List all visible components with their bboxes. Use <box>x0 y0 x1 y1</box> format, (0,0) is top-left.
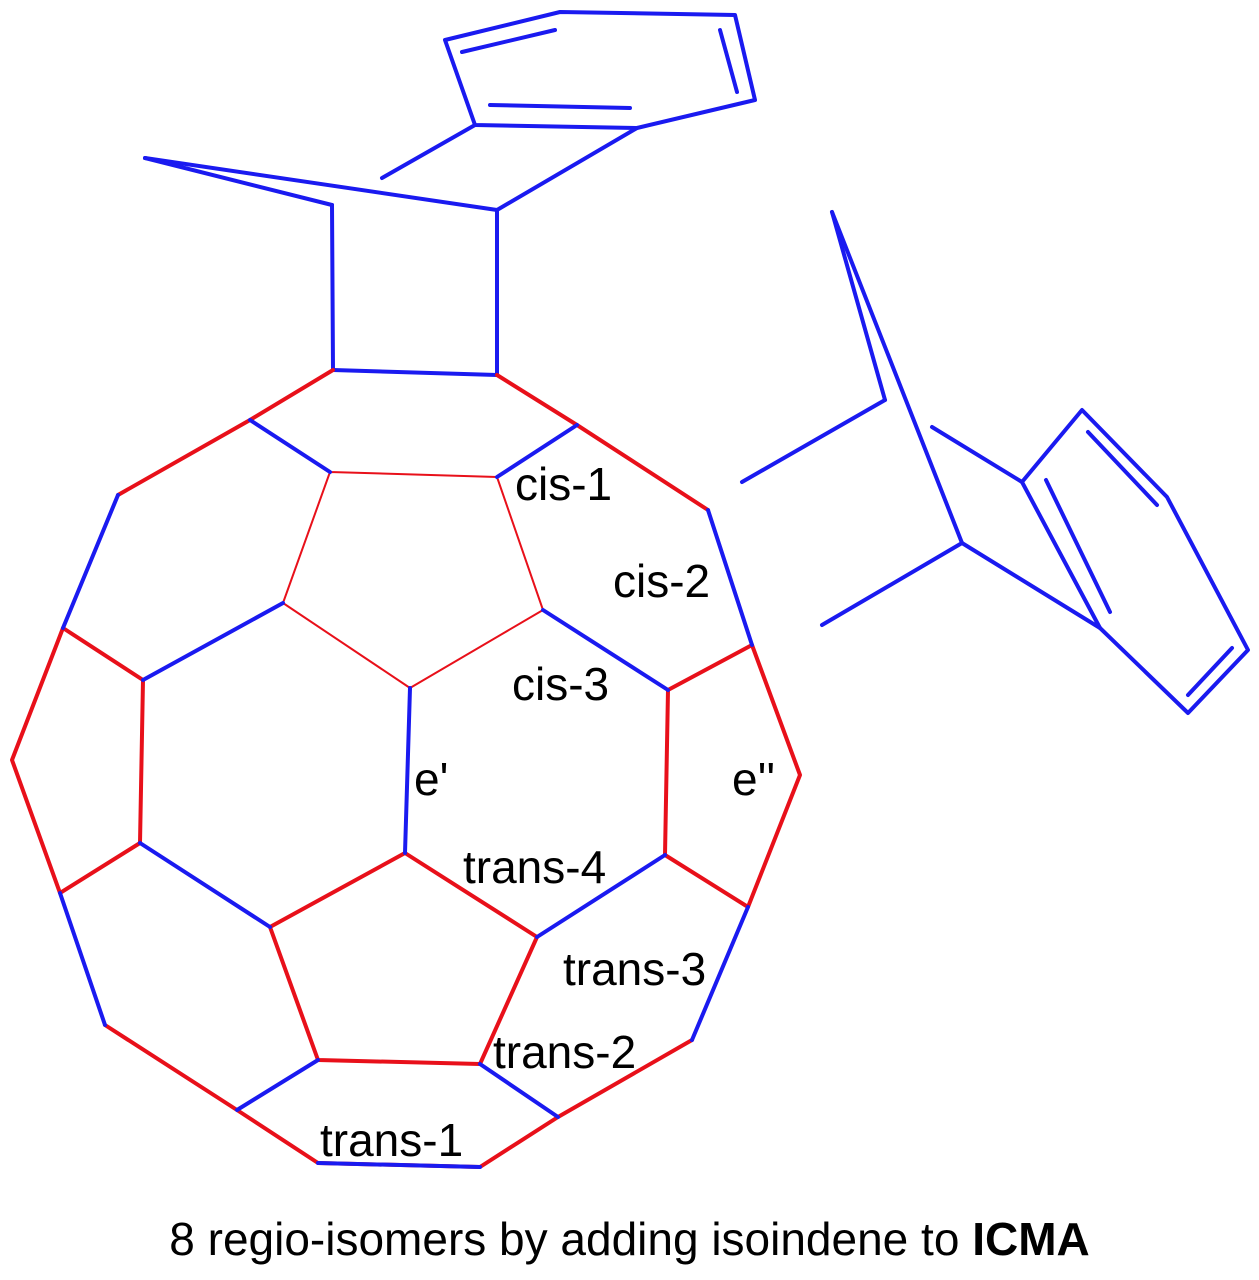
figure-caption: 8 regio-isomers by adding isoindene to I… <box>0 1212 1259 1266</box>
caption-bold-text: ICMA <box>972 1213 1090 1265</box>
methylene-bridge <box>143 156 499 212</box>
label-trans-1: trans-1 <box>320 1114 463 1166</box>
bridge-bond <box>960 541 1102 630</box>
benzene-double-bond <box>488 103 632 110</box>
methylene-bridge <box>830 210 964 545</box>
benzene-double-bond <box>1086 430 1159 507</box>
label-cis-2: cis-2 <box>613 555 710 607</box>
methylene-bridge <box>830 210 887 402</box>
fullerene-red-thin-pentagon <box>282 471 544 689</box>
bridge-bond <box>930 425 1024 484</box>
cyclobutane-bond <box>330 203 335 372</box>
label-e-prime: e' <box>414 753 448 805</box>
methylene-bridge <box>143 156 334 207</box>
label-cis-3: cis-3 <box>512 658 609 710</box>
label-trans-2: trans-2 <box>493 1026 636 1078</box>
bridge-bond <box>380 123 477 180</box>
benzene-double-bond <box>718 28 739 94</box>
isoindene-adduct-top <box>143 10 757 377</box>
label-e-double-prime: e'' <box>732 753 775 805</box>
benzene-double-bond <box>1186 646 1234 697</box>
benzene-double-bond <box>460 28 557 54</box>
label-cis-1: cis-1 <box>515 458 612 510</box>
benzene-ring-top <box>443 10 757 130</box>
label-trans-3: trans-3 <box>563 943 706 995</box>
molecule-diagram: cis-1 cis-2 cis-3 e' e'' trans-4 trans-3… <box>10 10 1250 1169</box>
fullerene-blue-bonds <box>58 418 754 1169</box>
caption-text: 8 regio-isomers by adding isoindene to <box>169 1213 973 1265</box>
cyclobutane-bond <box>331 368 499 377</box>
label-trans-4: trans-4 <box>463 841 606 893</box>
bridge-bond <box>820 541 964 627</box>
bridge-bond <box>495 126 639 212</box>
bridge-bond <box>740 398 887 484</box>
benzene-ring-right <box>1020 408 1250 715</box>
benzene-double-bond <box>1044 478 1112 614</box>
isoindene-molecule-right <box>740 210 1250 715</box>
